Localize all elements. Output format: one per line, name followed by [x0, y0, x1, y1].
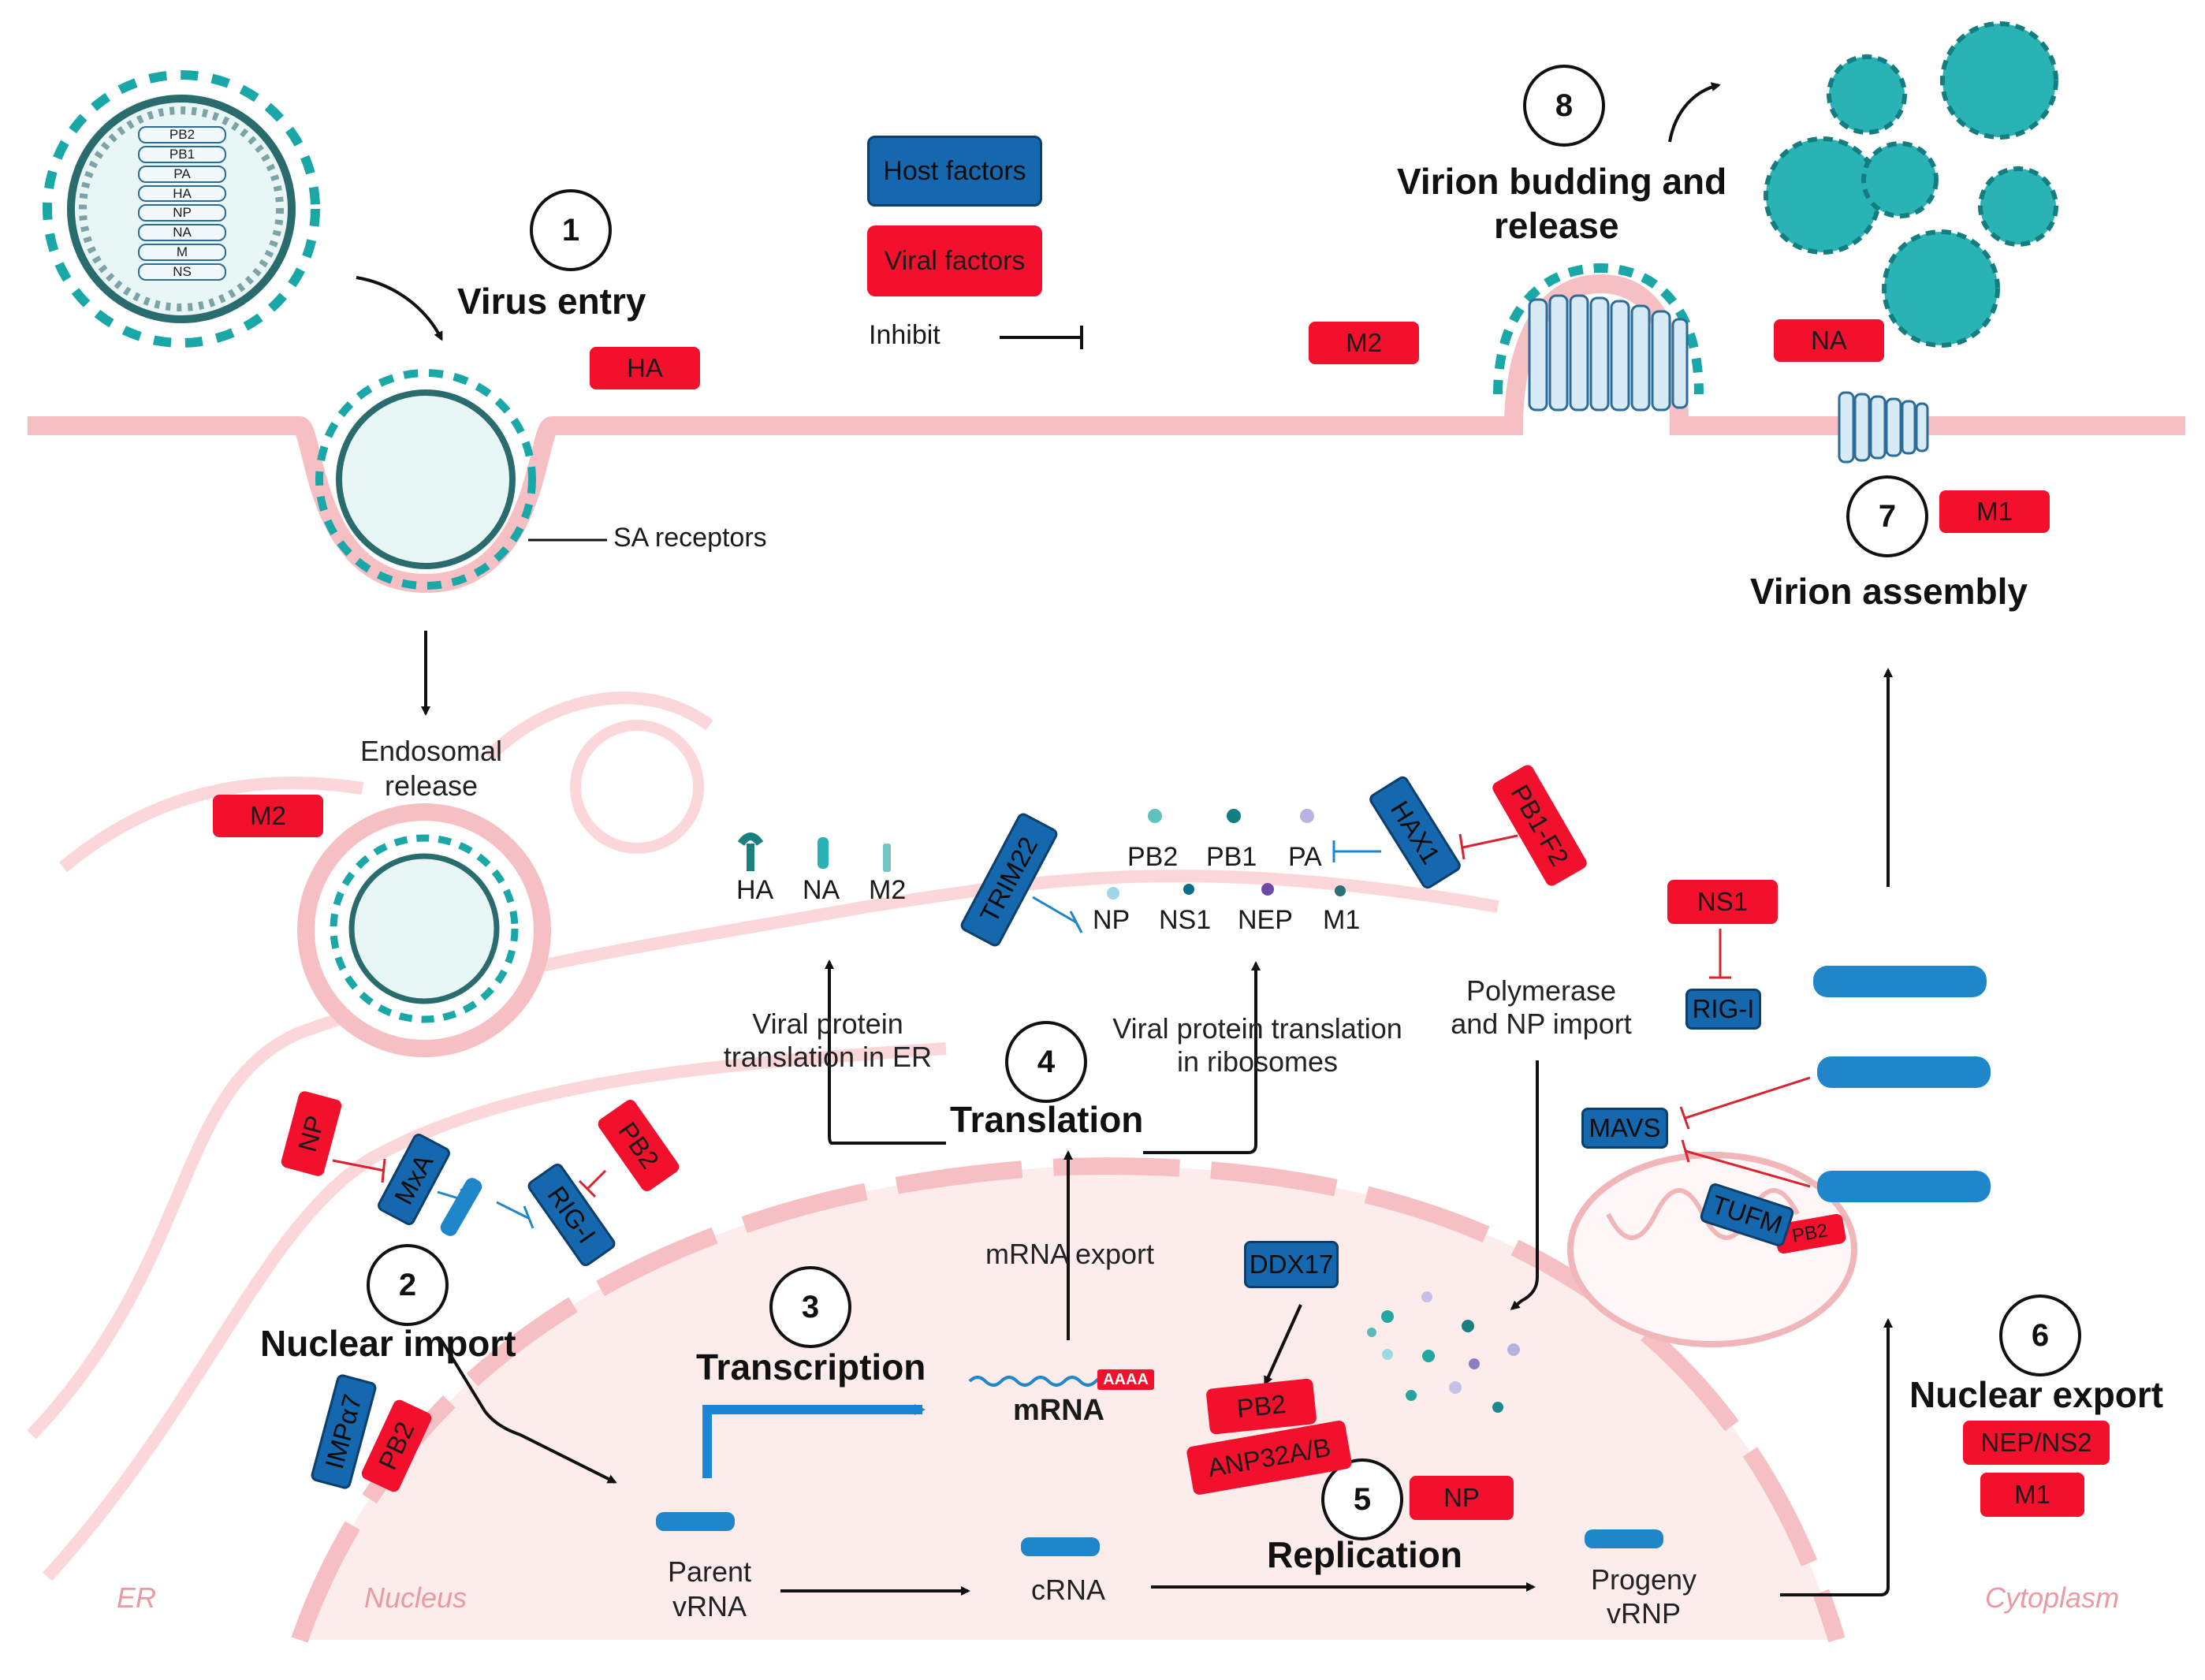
protein-pb1: PB1 — [1206, 842, 1257, 872]
step-2-title: Nuclear import — [260, 1323, 516, 1364]
progeny-vrnp-line1: Progeny — [1590, 1563, 1697, 1596]
mrna-export-label: mRNA export — [985, 1238, 1155, 1270]
parent-vrna-line1: Parent — [667, 1555, 752, 1588]
protein-m1: M1 — [1323, 905, 1361, 935]
translation-er-line2: translation in ER — [723, 1041, 933, 1073]
factor-m1-export: M1 — [1980, 1473, 2084, 1517]
step-4-number: 4 — [1005, 1021, 1087, 1103]
polya-tail: AAAA — [1097, 1369, 1154, 1390]
er-vesicle — [570, 720, 704, 854]
protein-na: NA — [803, 875, 840, 905]
factor-nep-ns2: NEP/NS2 — [1963, 1421, 2110, 1465]
translation-ribo-line1: Viral protein translation — [1112, 1012, 1402, 1045]
region-er: ER — [117, 1581, 157, 1614]
step-5-number: 5 — [1321, 1458, 1403, 1540]
segment-pa: PA — [138, 165, 226, 183]
protein-pb2: PB2 — [1127, 842, 1179, 872]
protein-nep: NEP — [1238, 905, 1293, 935]
sa-receptors-label: SA receptors — [613, 523, 767, 553]
step-1-title: Virus entry — [457, 281, 646, 322]
budding-virion — [1493, 263, 1704, 412]
virion-endosome — [330, 834, 519, 1023]
step-8-title-line1: Virion budding and — [1397, 161, 1727, 202]
translation-ribo-line2: in ribosomes — [1176, 1045, 1339, 1078]
small-vrnps — [440, 1178, 1663, 1556]
segment-ns: NS — [138, 263, 226, 281]
factor-m2-budding: M2 — [1309, 322, 1419, 364]
transcription-arrow — [702, 1404, 926, 1478]
step-4-title: Translation — [950, 1099, 1144, 1140]
segment-m: M — [138, 244, 226, 261]
protein-np: NP — [1093, 905, 1130, 935]
region-nucleus: Nucleus — [364, 1581, 467, 1614]
protein-ns1: NS1 — [1159, 905, 1212, 935]
factor-m1-assembly: M1 — [1939, 490, 2050, 533]
step-5-title: Replication — [1267, 1534, 1462, 1575]
virion-entering — [315, 369, 536, 590]
factor-ns1: NS1 — [1667, 880, 1778, 924]
inhibition-lines — [332, 326, 1811, 1229]
step-2-number: 2 — [367, 1244, 449, 1326]
protein-pa: PA — [1288, 842, 1322, 872]
step-1-number: 1 — [530, 189, 612, 271]
step-6-title: Nuclear export — [1909, 1374, 2164, 1415]
step-3-number: 3 — [769, 1266, 851, 1348]
factor-mavs: MAVS — [1581, 1108, 1668, 1149]
factor-np-replication: NP — [1410, 1476, 1514, 1520]
process-arrows — [356, 82, 1893, 1596]
mrna-label: mRNA — [1013, 1394, 1105, 1427]
factor-ha: HA — [590, 347, 700, 389]
step-7-title: Virion assembly — [1750, 571, 2028, 612]
progeny-vrnp-line2: vRNP — [1606, 1597, 1681, 1630]
endosomal-release-line2: release — [384, 769, 479, 802]
cytoplasm-vrnps — [1813, 966, 1991, 1202]
factor-ddx17: DDX17 — [1244, 1241, 1339, 1288]
protein-m2: M2 — [869, 875, 907, 905]
segment-na: NA — [138, 224, 226, 242]
step-8-title-line2: release — [1494, 205, 1619, 246]
segment-pb2: PB2 — [138, 126, 226, 143]
step-3-title: Transcription — [696, 1347, 926, 1388]
segment-ha: HA — [138, 184, 226, 203]
segment-pb1: PB1 — [138, 145, 226, 163]
crna-label: cRNA — [1030, 1574, 1105, 1606]
polymerase-import-line1: Polymerase — [1466, 974, 1617, 1007]
protein-ha: HA — [736, 875, 774, 905]
factor-rig-i-ns1: RIG-I — [1685, 989, 1761, 1030]
factor-na-budding: NA — [1774, 319, 1884, 362]
assembling-segments — [1838, 391, 1929, 464]
legend-host-factors: Host factors — [867, 136, 1042, 207]
plasma-membrane — [28, 274, 2185, 594]
translation-er-line1: Viral protein — [752, 1008, 903, 1040]
endosomal-release-line1: Endosomal — [359, 735, 503, 767]
step-7-number: 7 — [1846, 475, 1928, 557]
virion-segment-stack: PB2 PB1 PA HA NP NA M NS — [138, 126, 226, 281]
parent-vrna-line2: vRNA — [672, 1590, 747, 1622]
segment-np: NP — [138, 204, 226, 222]
legend-inhibit: Inhibit — [869, 320, 940, 350]
er-membrane — [27, 691, 1499, 1581]
protein-glyphs — [737, 809, 1346, 900]
region-cytoplasm: Cytoplasm — [1985, 1581, 2120, 1614]
legend-viral-factors: Viral factors — [867, 225, 1042, 296]
polymerase-import-line2: and NP import — [1451, 1008, 1632, 1040]
step-6-number: 6 — [1999, 1294, 2081, 1376]
polymerase-dots — [1367, 1291, 1520, 1413]
step-8-number: 8 — [1523, 65, 1605, 147]
released-virions — [1764, 21, 2058, 348]
factor-m2-entry: M2 — [213, 795, 323, 837]
